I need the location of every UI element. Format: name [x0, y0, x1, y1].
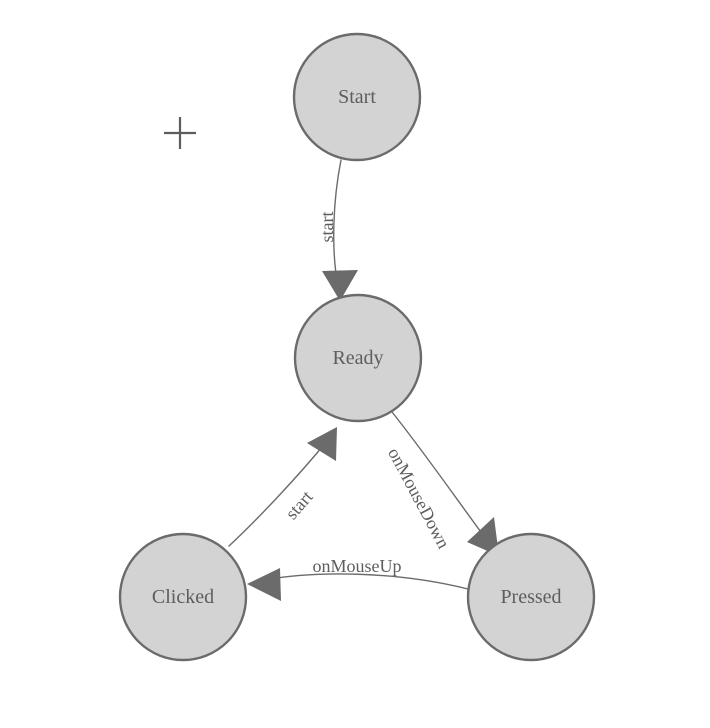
arrowhead-start-to-ready — [322, 270, 358, 301]
arrowhead-ready-to-pressed — [467, 517, 499, 556]
node-pressed[interactable]: Pressed — [466, 532, 596, 662]
node-circle-start[interactable] — [292, 32, 422, 162]
crosshair-icon — [164, 117, 196, 149]
node-ready[interactable]: Ready — [293, 293, 423, 423]
node-label-clicked: Clicked — [152, 586, 214, 608]
edge-pressed-to-clicked[interactable]: onMouseUp — [247, 556, 469, 601]
node-label-ready: Ready — [332, 347, 383, 369]
arrowhead-pressed-to-clicked — [247, 568, 281, 601]
edge-ready-to-pressed[interactable]: onMouseDown — [384, 411, 499, 556]
node-circle-ready[interactable] — [293, 293, 423, 423]
node-circle-clicked[interactable] — [118, 532, 248, 662]
node-circle-pressed[interactable] — [466, 532, 596, 662]
edge-path-ready-to-pressed[interactable] — [391, 411, 490, 544]
edge-label-start-to-ready: start — [317, 212, 337, 243]
edge-clicked-to-ready[interactable]: start — [228, 427, 337, 547]
edge-label-pressed-to-clicked: onMouseUp — [313, 556, 402, 576]
arrowhead-clicked-to-ready — [307, 427, 337, 461]
edge-label-clicked-to-ready: start — [281, 487, 316, 524]
node-clicked[interactable]: Clicked — [118, 532, 248, 662]
edge-path-pressed-to-clicked[interactable] — [263, 573, 469, 590]
node-label-start: Start — [338, 86, 376, 108]
edge-label-ready-to-pressed: onMouseDown — [384, 444, 454, 551]
edge-start-to-ready[interactable]: start — [317, 159, 358, 301]
edge-path-clicked-to-ready[interactable] — [228, 440, 328, 547]
node-label-pressed: Pressed — [500, 586, 561, 608]
node-start[interactable]: Start — [292, 32, 422, 162]
